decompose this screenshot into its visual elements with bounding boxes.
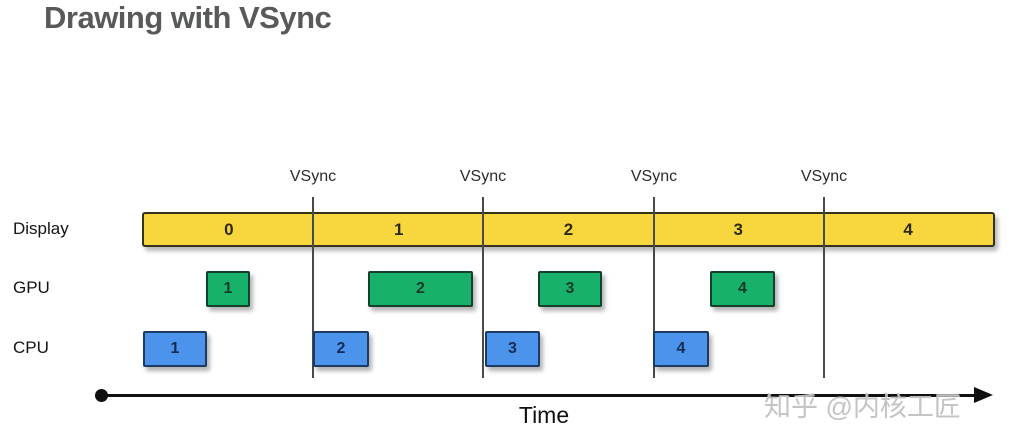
vsync-line-4 [823, 197, 825, 378]
display-frame-1: 1 [393, 219, 404, 239]
display-frame-4: 4 [903, 219, 913, 239]
vsync-line-2 [482, 197, 484, 378]
vsync-line-3 [653, 197, 655, 378]
display-frame-2: 2 [563, 219, 574, 239]
row-label-gpu: GPU [13, 278, 50, 297]
gpu-block-1: 1 [206, 271, 250, 307]
row-label-display: Display [13, 219, 69, 238]
display-frame-3: 3 [733, 219, 744, 239]
vsync-label-3: VSync [630, 168, 678, 185]
cpu-block-4: 4 [653, 331, 709, 367]
display-frame-0: 0 [224, 219, 234, 239]
gpu-block-2: 2 [368, 271, 473, 307]
time-axis-origin-dot [95, 389, 108, 402]
zhihu-watermark: 知乎 @内核工匠 [764, 392, 961, 422]
page-title: Drawing with VSync [44, 0, 332, 35]
display-frame-bar: 0 1 2 3 4 [142, 212, 995, 247]
vsync-line-1 [312, 197, 314, 378]
cpu-block-2: 2 [313, 331, 369, 367]
gpu-block-4: 4 [710, 271, 775, 307]
vsync-label-4: VSync [800, 168, 848, 185]
vsync-label-1: VSync [289, 168, 337, 185]
time-axis-line [102, 394, 984, 397]
gpu-block-3: 3 [538, 271, 602, 307]
time-axis-arrowhead-icon [974, 387, 993, 403]
time-axis-label: Time [518, 402, 570, 428]
vsync-label-2: VSync [459, 168, 507, 185]
row-label-cpu: CPU [13, 338, 49, 357]
cpu-block-1: 1 [143, 331, 207, 367]
cpu-block-3: 3 [485, 331, 540, 367]
